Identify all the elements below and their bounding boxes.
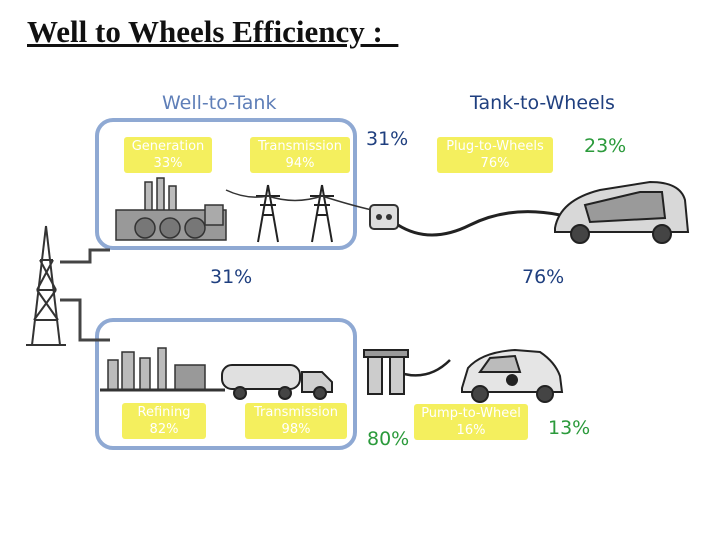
- plug-to-wheels-pill: Plug-to-Wheels 76%: [437, 137, 553, 173]
- pump-to-wheel-value: 16%: [456, 423, 486, 438]
- pump-to-wheel-label: Pump-to-Wheel: [421, 406, 521, 421]
- middle-right-pct: 76%: [522, 266, 565, 288]
- fuel-well-to-tank-pct: 80%: [367, 428, 410, 450]
- generation-pill: Generation 33%: [124, 137, 212, 173]
- plug-to-wheels-label: Plug-to-Wheels: [446, 139, 544, 154]
- refining-pill: Refining 82%: [122, 403, 206, 439]
- oil-derrick-icon: [26, 225, 66, 346]
- fuel-transmission-label: Transmission: [254, 405, 338, 420]
- pump-to-wheel-pill: Pump-to-Wheel 16%: [414, 404, 528, 440]
- electric-total-pct: 23%: [584, 135, 627, 157]
- page-title: Well to Wheels Efficiency :: [27, 14, 399, 49]
- electric-well-to-tank-box: [95, 118, 357, 250]
- refining-value: 82%: [149, 422, 179, 437]
- fuel-pump-icon: [363, 349, 409, 395]
- electric-transmission-pill: Transmission 94%: [250, 137, 350, 173]
- fuel-total-pct: 13%: [548, 417, 591, 439]
- power-plant-icon: [115, 177, 227, 241]
- generation-label: Generation: [131, 139, 205, 154]
- electric-car-icon: [554, 180, 690, 244]
- electric-transmission-value: 94%: [285, 156, 315, 171]
- electric-well-to-tank-pct: 31%: [366, 128, 409, 150]
- transmission-tower-icon: [256, 184, 334, 243]
- plug-to-wheels-value: 76%: [480, 156, 510, 171]
- gasoline-car-icon: [461, 348, 564, 403]
- charger-icon: [369, 204, 399, 230]
- generation-value: 33%: [153, 156, 183, 171]
- fuel-well-to-tank-box: [95, 318, 357, 450]
- tanker-truck-icon: [221, 364, 333, 400]
- refinery-icon: [100, 347, 225, 392]
- tank-to-wheels-header: Tank-to-Wheels: [470, 92, 615, 114]
- fuel-transmission-pill: Transmission 98%: [245, 403, 347, 439]
- fuel-transmission-value: 98%: [281, 422, 311, 437]
- electric-transmission-label: Transmission: [258, 139, 342, 154]
- middle-left-pct: 31%: [210, 266, 253, 288]
- well-to-tank-header: Well-to-Tank: [162, 92, 277, 114]
- refining-label: Refining: [137, 405, 191, 420]
